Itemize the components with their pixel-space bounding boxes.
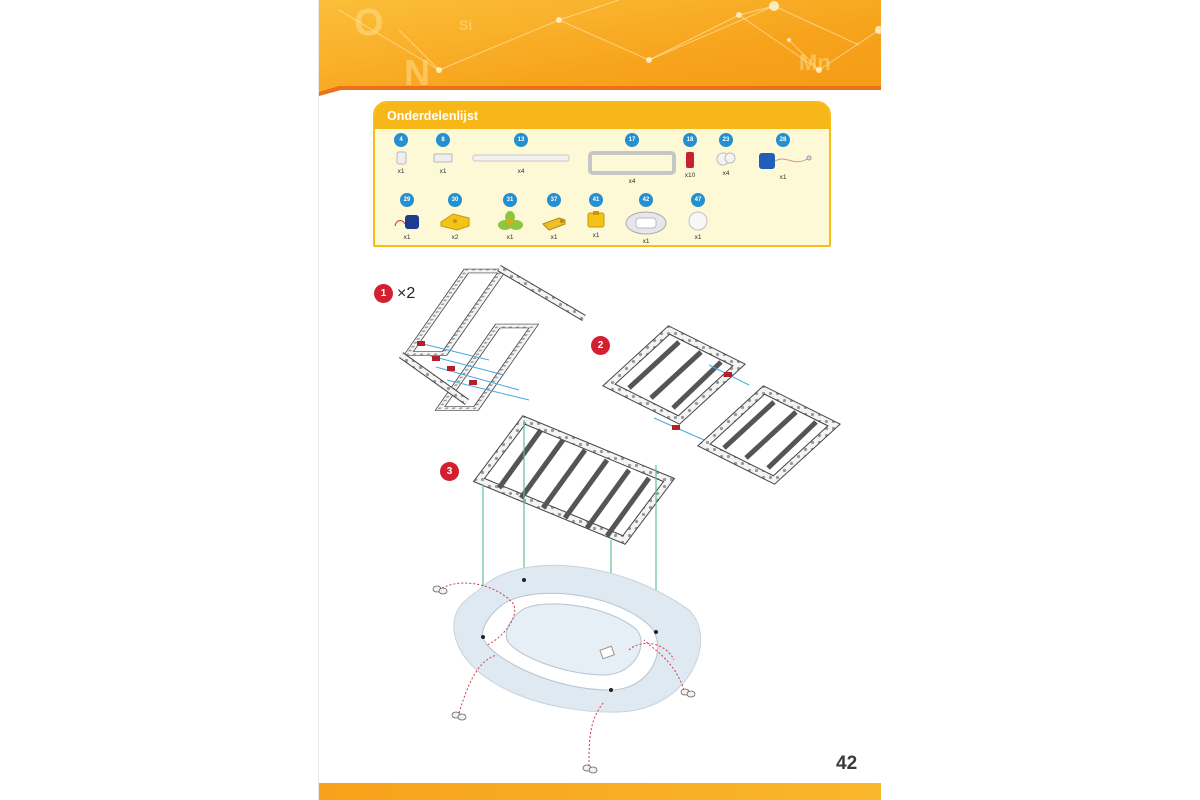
part-quantity: x1 — [694, 234, 702, 241]
part-number-badge: 17 — [625, 133, 639, 147]
svg-text:Mn: Mn — [799, 50, 831, 75]
part-quantity: x4 — [722, 170, 730, 177]
part-quantity: x1 — [550, 234, 558, 241]
part-quantity: x1 — [403, 234, 411, 241]
part-quantity: x1 — [397, 168, 405, 175]
page-number: 42 — [836, 753, 858, 774]
part-41: 41 x1 — [585, 193, 607, 239]
part-18-icon — [686, 152, 694, 168]
part-quantity: x1 — [592, 232, 600, 239]
part-37: 37 x1 — [541, 193, 567, 241]
part-number-badge: 31 — [503, 193, 517, 207]
base-plate-icon — [625, 211, 667, 235]
part-41-icon — [587, 211, 605, 228]
part-quantity: x1 — [439, 168, 447, 175]
part-23-icon — [716, 152, 736, 166]
footer-bar — [319, 783, 881, 800]
part-number-badge: 13 — [514, 133, 528, 147]
header-banner: O N Si Mn — [319, 0, 881, 96]
part-17-icon — [588, 151, 676, 175]
part-number-badge: 47 — [691, 193, 705, 207]
part-quantity: x2 — [451, 234, 459, 241]
part-number-badge: 8 — [436, 133, 450, 147]
step-3-badge: 3 — [440, 462, 459, 481]
part-13-icon — [472, 154, 570, 162]
parts-list: Onderdelenlijst 4 x1 8 x1 13 x4 17 x4 18… — [373, 101, 831, 247]
part-28: 28 x1 — [753, 133, 813, 181]
step-3-diagram — [432, 415, 701, 774]
part-30-icon — [440, 213, 470, 231]
part-quantity: x4 — [517, 168, 525, 175]
part-number-badge: 37 — [547, 193, 561, 207]
part-number-badge: 30 — [448, 193, 462, 207]
part-37-icon — [542, 217, 566, 231]
part-quantity: x4 — [628, 178, 636, 185]
motor-icon — [759, 153, 812, 169]
part-number-badge: 41 — [589, 193, 603, 207]
part-8-icon — [433, 153, 453, 163]
part-4-icon — [396, 151, 407, 165]
propeller-icon — [498, 211, 523, 230]
parts-list-title: Onderdelenlijst — [375, 103, 829, 129]
step-1-badge: 1 — [374, 284, 393, 303]
part-29: 29 x1 — [393, 193, 421, 241]
part-18: 18 x10 — [683, 133, 697, 179]
step-2-badge: 2 — [591, 336, 610, 355]
part-8: 8 x1 — [433, 133, 453, 175]
part-23: 23 x4 — [715, 133, 737, 177]
step-2-diagram — [602, 325, 841, 485]
part-quantity: x1 — [642, 238, 650, 245]
part-number-badge: 18 — [683, 133, 697, 147]
part-4: 4 x1 — [393, 133, 409, 175]
svg-text:O: O — [354, 2, 384, 44]
step-1-diagram — [398, 264, 586, 411]
part-number-badge: 28 — [776, 133, 790, 147]
part-42: 42 x1 — [623, 193, 669, 245]
part-quantity: x1 — [779, 174, 787, 181]
part-number-badge: 23 — [719, 133, 733, 147]
part-31: 31 x1 — [497, 193, 523, 241]
part-30: 30 x2 — [439, 193, 471, 241]
assembly-drawing — [398, 264, 841, 774]
step-1-multiplier: ×2 — [397, 285, 416, 302]
part-47: 47 x1 — [687, 193, 709, 241]
battery-holder-icon — [394, 215, 419, 229]
part-13: 13 x4 — [471, 133, 571, 175]
part-number-badge: 29 — [400, 193, 414, 207]
part-17: 17 x4 — [587, 133, 677, 185]
part-quantity: x1 — [506, 234, 514, 241]
part-number-badge: 4 — [394, 133, 408, 147]
part-number-badge: 42 — [639, 193, 653, 207]
ball-icon — [688, 211, 708, 231]
svg-text:Si: Si — [459, 17, 472, 33]
part-quantity: x10 — [684, 172, 696, 179]
manual-page: O N Si Mn Onderdelenlijst 4 x1 8 x1 13 x… — [319, 0, 881, 800]
